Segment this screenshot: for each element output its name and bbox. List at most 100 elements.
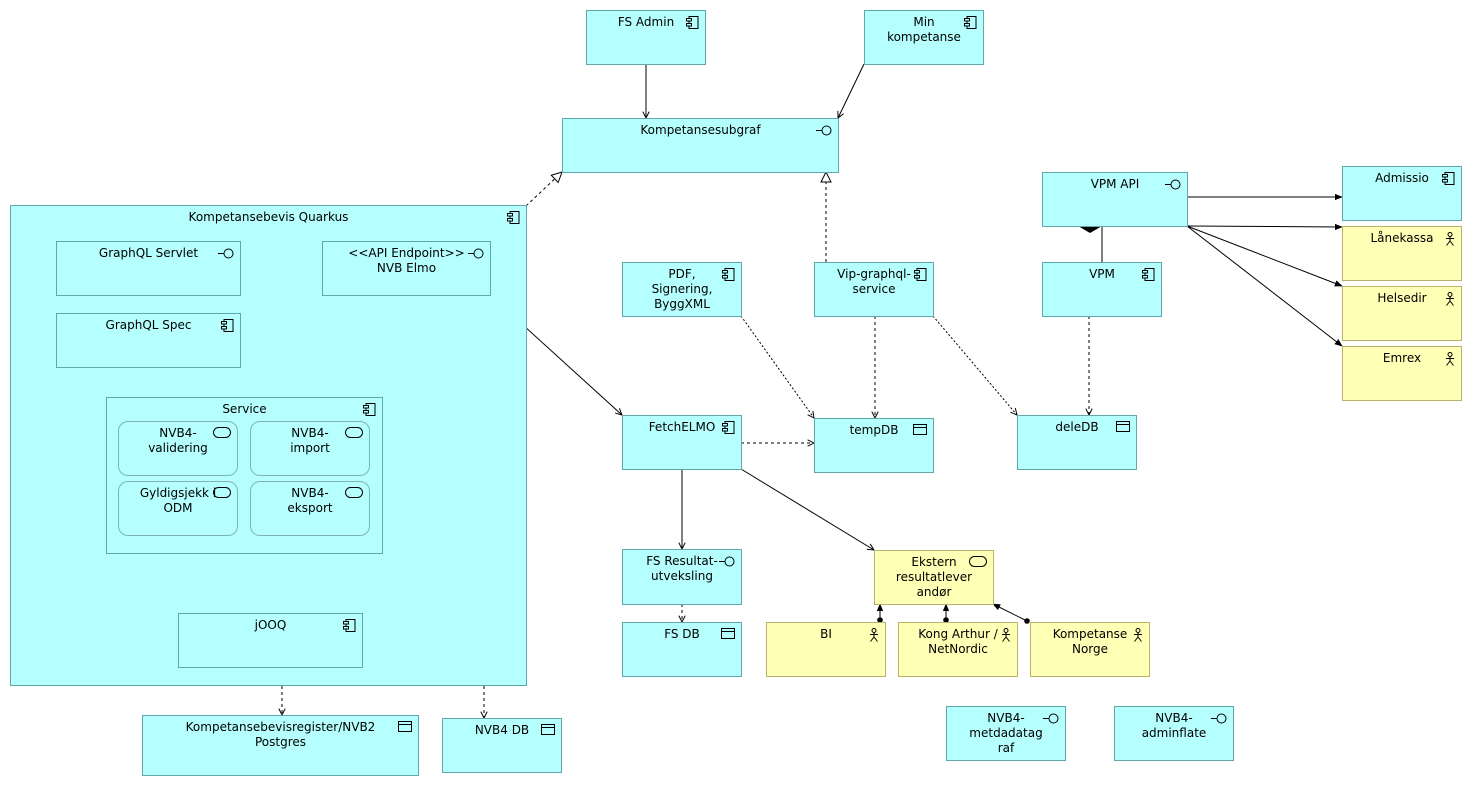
- component-icon: [363, 403, 376, 416]
- node-nvb4-eksport[interactable]: NVB4- eksport: [250, 481, 370, 536]
- node-gyldigsjekk-odm[interactable]: Gyldigsjekk i ODM: [118, 481, 238, 536]
- data-object-icon: [721, 628, 735, 639]
- node-vpm[interactable]: VPM: [1042, 262, 1162, 317]
- data-object-icon: [541, 724, 555, 735]
- node-label: Ekstern resultatlever andør: [895, 555, 973, 599]
- node-graphql-spec[interactable]: GraphQL Spec: [56, 313, 241, 368]
- node-label: jOOQ: [254, 618, 287, 632]
- node-bi[interactable]: BI: [766, 622, 886, 677]
- node-nvb4-adminflate[interactable]: NVB4- adminflate: [1114, 706, 1234, 761]
- node-fetchelmo[interactable]: FetchELMO: [622, 415, 742, 470]
- node-label: Kompetansebevis Quarkus: [188, 210, 349, 224]
- component-icon: [914, 268, 927, 281]
- component-icon: [686, 16, 699, 29]
- node-nvb4-import[interactable]: NVB4- import: [250, 421, 370, 476]
- data-object-icon: [398, 721, 412, 732]
- node-pdf-signering[interactable]: PDF, Signering, ByggXML: [622, 262, 742, 317]
- node-fs-admin[interactable]: FS Admin: [586, 10, 706, 65]
- node-label: VPM API: [1090, 177, 1140, 191]
- node-kong-arthur[interactable]: Kong Arthur / NetNordic: [898, 622, 1018, 677]
- node-label: Kompetanse Norge: [1052, 627, 1128, 656]
- node-label: FetchELMO: [648, 420, 716, 434]
- node-jooq[interactable]: jOOQ: [178, 613, 363, 668]
- edge-pdf-tempdb: [740, 315, 814, 418]
- node-label: Kompetansebevisregister/NVB2 Postgres: [185, 720, 376, 749]
- node-tempdb[interactable]: tempDB: [814, 418, 934, 473]
- node-admissio[interactable]: Admissio: [1342, 166, 1462, 221]
- data-object-icon: [913, 424, 927, 435]
- component-icon: [507, 211, 520, 224]
- interface-icon: [218, 248, 234, 259]
- interface-icon: [1043, 713, 1059, 724]
- node-ekstern-resultatleverandor[interactable]: Ekstern resultatlever andør: [874, 550, 994, 605]
- service-icon: [213, 487, 231, 498]
- node-label: Gyldigsjekk i ODM: [139, 486, 217, 515]
- node-fs-db[interactable]: FS DB: [622, 622, 742, 677]
- node-vip-graphql-service[interactable]: Vip-graphql- service: [814, 262, 934, 317]
- node-label: NVB4- adminflate: [1141, 711, 1207, 740]
- node-vpm-api[interactable]: VPM API: [1042, 172, 1188, 227]
- actor-icon: [1446, 292, 1454, 306]
- edge-min-subgraf: [838, 63, 865, 118]
- interface-icon: [816, 125, 832, 136]
- service-icon: [345, 487, 363, 498]
- service-icon: [345, 427, 363, 438]
- node-label: NVB4- eksport: [287, 486, 333, 515]
- edge-vpmapi-lanekassa: [1186, 223, 1343, 231]
- node-label: NVB4- import: [290, 426, 330, 455]
- node-fs-resultatutveksling[interactable]: FS Resultat- utveksling: [622, 549, 742, 605]
- node-label: tempDB: [849, 423, 899, 437]
- node-label: GraphQL Servlet: [98, 246, 199, 260]
- node-label: <<API Endpoint>> NVB Elmo: [348, 246, 465, 275]
- actor-icon: [1002, 628, 1010, 642]
- interface-icon: [1165, 179, 1181, 190]
- service-icon: [969, 556, 987, 567]
- interface-icon: [719, 556, 735, 567]
- actor-icon: [1446, 232, 1454, 246]
- node-kompetanse-norge[interactable]: Kompetanse Norge: [1030, 622, 1150, 677]
- node-graphql-servlet[interactable]: GraphQL Servlet: [56, 241, 241, 296]
- edge-norge-ekstern: [992, 603, 1030, 624]
- node-label: Min kompetanse: [887, 15, 961, 44]
- component-icon: [221, 319, 234, 332]
- node-api-endpoint[interactable]: <<API Endpoint>> NVB Elmo: [322, 241, 491, 296]
- node-label: Helsedir: [1377, 291, 1427, 305]
- component-icon: [343, 619, 356, 632]
- component-icon: [722, 421, 735, 434]
- data-object-icon: [1116, 421, 1130, 432]
- interface-icon: [1211, 713, 1227, 724]
- actor-icon: [870, 628, 878, 642]
- node-label: Kong Arthur / NetNordic: [918, 627, 998, 656]
- node-label: NVB4- metdadatag raf: [969, 711, 1043, 755]
- node-label: GraphQL Spec: [105, 318, 192, 332]
- edge-quarkus-subgraf: [525, 172, 562, 207]
- interface-icon: [468, 248, 484, 259]
- node-label: FS Resultat- utveksling: [646, 554, 718, 583]
- node-label: NVB4- validering: [148, 426, 208, 455]
- node-label: FS Admin: [617, 15, 675, 29]
- node-helsedir[interactable]: Helsedir: [1342, 286, 1462, 341]
- node-label: Kompetansesubgraf: [640, 123, 761, 137]
- node-deledb[interactable]: deleDB: [1017, 415, 1137, 470]
- service-icon: [213, 427, 231, 438]
- node-kompetansebevisregister[interactable]: Kompetansebevisregister/NVB2 Postgres: [142, 715, 419, 776]
- node-lanekassa[interactable]: Lånekassa: [1342, 226, 1462, 281]
- node-label: PDF, Signering, ByggXML: [651, 267, 713, 311]
- component-icon: [964, 16, 977, 29]
- node-label: Vip-graphql- service: [837, 267, 911, 296]
- actor-icon: [1134, 628, 1142, 642]
- edge-fetchelmo-ekstern: [740, 468, 874, 550]
- component-icon: [1442, 172, 1455, 185]
- node-label: NVB4 DB: [474, 723, 530, 737]
- node-label: Service: [222, 402, 267, 416]
- edge-vip-deledb: [932, 315, 1017, 415]
- node-emrex[interactable]: Emrex: [1342, 346, 1462, 401]
- node-kompetansesubgraf[interactable]: Kompetansesubgraf: [562, 118, 839, 173]
- node-label: Lånekassa: [1370, 231, 1434, 245]
- node-nvb4-metadatagraf[interactable]: NVB4- metdadatag raf: [946, 706, 1066, 761]
- node-nvb4-validering[interactable]: NVB4- validering: [118, 421, 238, 476]
- component-icon: [722, 268, 735, 281]
- node-nvb4-db[interactable]: NVB4 DB: [442, 718, 562, 773]
- node-label: FS DB: [664, 627, 700, 641]
- node-min-kompetanse[interactable]: Min kompetanse: [864, 10, 984, 65]
